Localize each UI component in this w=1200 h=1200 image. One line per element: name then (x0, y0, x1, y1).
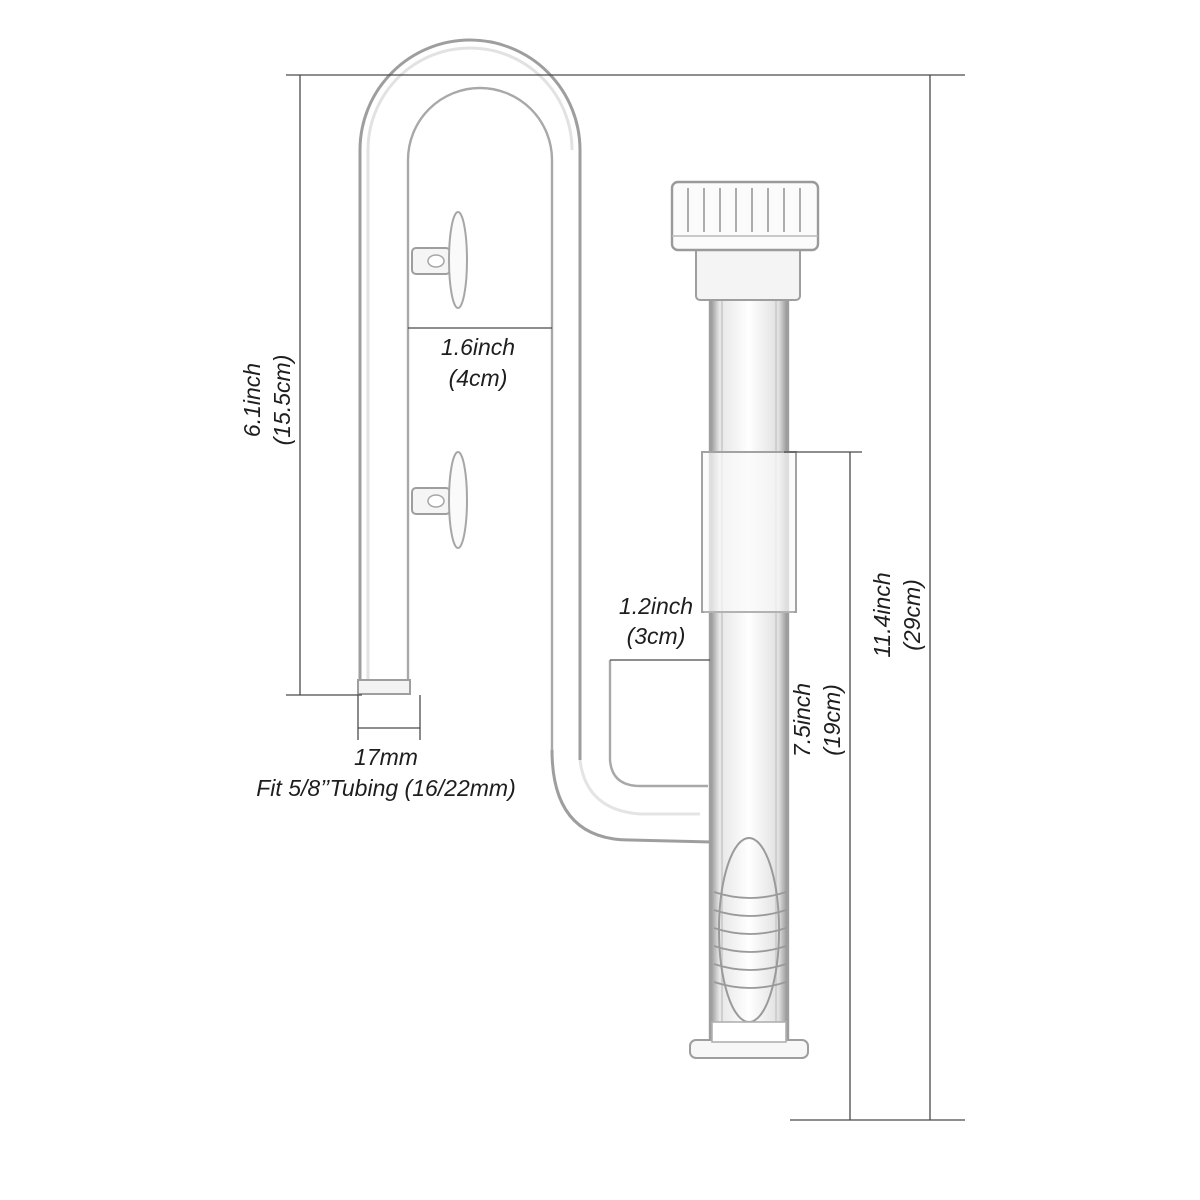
skimmer-slots (687, 188, 801, 232)
pipe-height-label-1: 7.5inch (789, 683, 815, 757)
hook-width-label-1: 1.6inch (441, 334, 515, 360)
pipe-sleeve (701, 451, 797, 613)
gap-width-label-1: 1.2inch (619, 593, 693, 619)
outlet-diameter-label-2: Fit 5/8’’Tubing (16/22mm) (256, 775, 515, 801)
glass-pipe-illustration (357, 38, 820, 1059)
s-bend-inner (608, 660, 708, 788)
skimmer-head (670, 180, 820, 301)
pipe-height-label-2: (19cm) (819, 684, 845, 756)
total-height-label-1: 11.4inch (869, 572, 895, 657)
total-height-label-2: (29cm) (899, 579, 925, 651)
hook-height-label-1: 6.1inch (239, 363, 265, 437)
outlet-diameter-label-1: 17mm (354, 744, 418, 770)
suction-cup-upper (411, 211, 468, 309)
hook-height-label-2: (15.5cm) (269, 355, 295, 446)
gap-width-label-2: (3cm) (627, 623, 686, 649)
dimension-labels: 6.1inch (15.5cm) 1.6inch (4cm) 1.2inch (… (239, 334, 925, 801)
inlet-ribs (713, 891, 787, 989)
dimension-lines (286, 74, 965, 1121)
s-bend-outer (550, 749, 713, 844)
hook-tube-inner (406, 86, 554, 750)
hook-tube-outer (358, 38, 582, 760)
hook-outlet-end (357, 679, 411, 695)
hook-width-label-2: (4cm) (449, 365, 508, 391)
suction-cup-lower (411, 451, 468, 549)
